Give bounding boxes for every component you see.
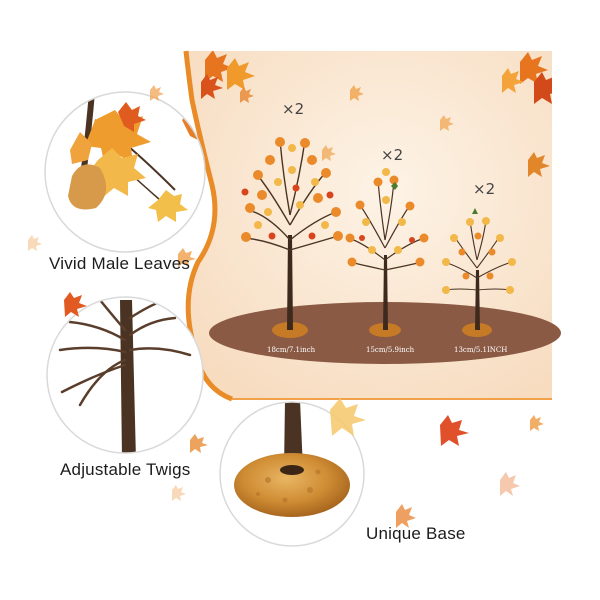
tree-large-size: 18cm/7.1inch — [267, 346, 316, 354]
base-closeup — [219, 401, 365, 547]
tree-medium-size: 15cm/5.9inch — [366, 346, 415, 354]
leaves-closeup — [44, 91, 206, 253]
corner-leaves-decoration — [201, 51, 552, 177]
tree-small-quantity: ×2 — [473, 180, 496, 198]
leaves-feature-label: Vivid Male Leaves — [49, 254, 191, 273]
tree-medium — [345, 168, 429, 337]
scattered-leaves — [28, 85, 544, 528]
tree-small — [442, 208, 516, 337]
twigs-closeup — [46, 296, 204, 454]
base-feature-label: Unique Base — [366, 524, 466, 543]
tree-large-quantity: ×2 — [282, 100, 305, 118]
twigs-feature-label: Adjustable Twigs — [60, 460, 191, 479]
tree-medium-quantity: ×2 — [381, 146, 404, 164]
tree-large — [241, 137, 343, 338]
tree-small-size: 13cm/5.1INCH — [454, 346, 508, 354]
